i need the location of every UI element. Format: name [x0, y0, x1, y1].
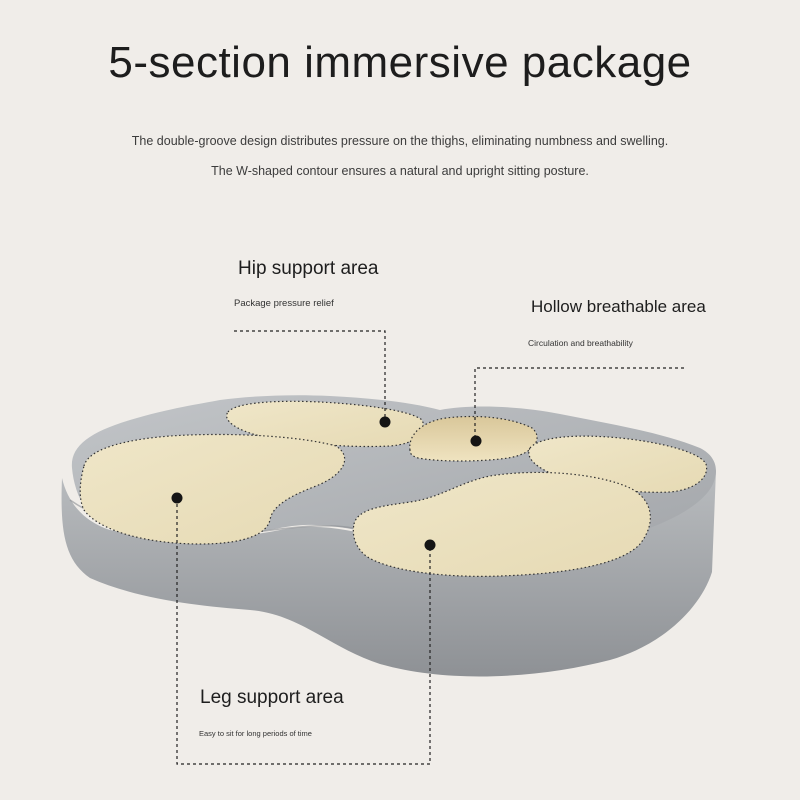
description-line-1: The double-groove design distributes pre…	[131, 134, 669, 148]
hip-area-desc: Package pressure relief	[234, 298, 334, 309]
pad-hip-top	[226, 400, 425, 448]
pad-left-large	[79, 433, 346, 545]
pad-right-large	[352, 471, 651, 577]
hollow-area-title: Hollow breathable area	[531, 297, 706, 316]
hollow-area-desc: Circulation and breathability	[528, 338, 633, 348]
leg-area-title: Leg support area	[200, 687, 344, 708]
marker-hollow	[470, 435, 482, 447]
leg-callout-line	[176, 498, 431, 765]
marker-hip	[379, 416, 391, 428]
marker-leg-right	[424, 539, 436, 551]
hip-callout-line	[234, 330, 386, 422]
description-line-2: The W-shaped contour ensures a natural a…	[211, 164, 589, 178]
leg-area-desc: Easy to sit for long periods of time	[199, 729, 312, 738]
hip-area-title: Hip support area	[238, 258, 379, 279]
marker-leg-left	[171, 492, 183, 504]
page-title: 5-section immersive package	[108, 38, 692, 87]
cushion-side	[61, 470, 716, 677]
